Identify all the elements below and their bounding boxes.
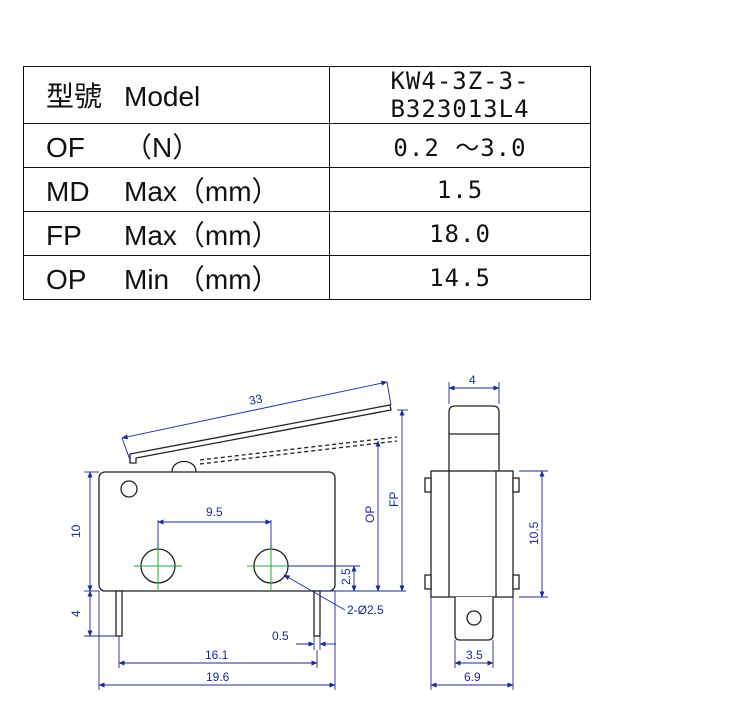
spec-key-en: Model	[124, 81, 201, 112]
spec-value: 0.2 ～3.0	[329, 123, 591, 168]
spec-row-of: OF （N） 0.2 ～3.0	[23, 123, 591, 168]
side-actuator	[448, 405, 500, 471]
side-body	[430, 470, 514, 598]
dim-hole-diameter: 2-Ø2.5	[347, 603, 384, 617]
front-dimensions	[84, 380, 408, 690]
centerlines	[134, 542, 295, 590]
side-dimensions	[430, 382, 548, 690]
plunger	[171, 460, 197, 473]
dim-fp-label: FP	[387, 492, 401, 507]
spec-value: 18.0	[329, 211, 591, 256]
dim-op-label: OP	[363, 506, 377, 523]
dim-lever-length: 33	[248, 391, 264, 408]
spec-key: OF （N）	[23, 123, 330, 168]
dim-body-height: 10	[69, 524, 83, 538]
dim-terminal-thickness: 0.5	[272, 629, 289, 643]
spec-value: 14.5	[329, 255, 591, 300]
terminal-left	[115, 590, 123, 637]
side-view	[424, 405, 520, 641]
dim-hole-offset: 2.5	[339, 568, 353, 585]
dim-side-terminal-width: 3.5	[466, 648, 483, 662]
spec-key-code: OP	[46, 263, 87, 295]
spec-key-code: MD	[46, 175, 90, 207]
lever-operated-position	[199, 436, 398, 465]
side-terminal	[454, 597, 494, 641]
dim-side-width: 6.9	[464, 670, 481, 684]
front-view	[98, 404, 398, 637]
spec-row-op: OP Min （mm） 14.5	[23, 255, 591, 300]
dim-body-length: 19.6	[206, 670, 230, 684]
spec-key: 型號 Model	[23, 66, 330, 124]
switch-body	[98, 471, 336, 592]
spec-key-code: OF	[46, 131, 85, 163]
dim-side-height: 10.5	[527, 521, 541, 545]
spec-key-cn: 型號	[46, 81, 103, 112]
top-left-hole	[120, 480, 138, 498]
side-dimension-labels: 4 10.5 3.5 6.9	[464, 373, 541, 684]
dim-terminal-length: 4	[69, 610, 83, 617]
spec-key: FP Max（mm）	[23, 211, 330, 256]
dim-terminal-span: 16.1	[205, 648, 229, 662]
spec-key-unit: Max（mm）	[124, 175, 280, 207]
spec-key-unit: Max（mm）	[124, 219, 280, 251]
spec-row-fp: FP Max（mm） 18.0	[23, 211, 591, 256]
terminal-right	[313, 590, 321, 637]
side-terminal-hole	[466, 610, 482, 626]
spec-key-unit: Min （mm）	[124, 263, 280, 295]
spec-key-code: FP	[46, 219, 82, 251]
dim-actuator-width: 4	[469, 373, 476, 387]
spec-key: OP Min （mm）	[23, 255, 330, 300]
lever-arm	[129, 404, 392, 464]
dim-pin-spacing: 9.5	[206, 505, 223, 519]
spec-key-unit: （N）	[124, 131, 201, 163]
front-dimension-labels: 33 9.5 10 4 2.5 2-Ø2.5 OP FP 0.5 16.1 19…	[69, 391, 401, 684]
